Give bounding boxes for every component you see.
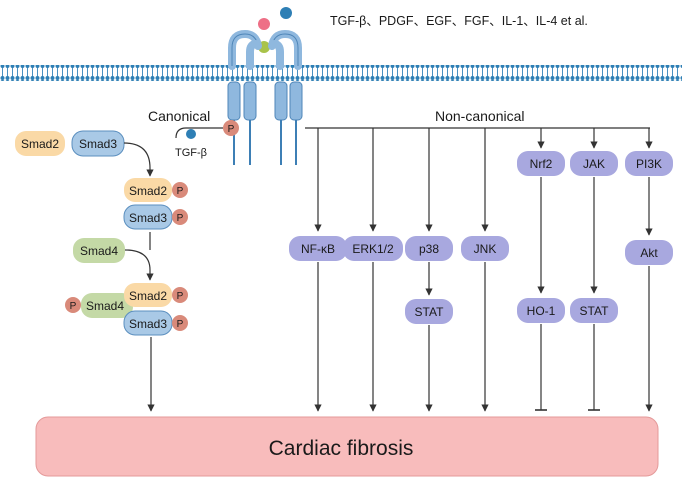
complex-smad3-phospho-label: P bbox=[177, 319, 184, 330]
stat-node-1 bbox=[405, 299, 453, 324]
canonical-title: Canonical bbox=[148, 108, 210, 124]
akt-node bbox=[625, 240, 673, 265]
erk-label: ERK1/2 bbox=[352, 242, 394, 256]
ho1-label: HO-1 bbox=[527, 304, 556, 318]
nrf2-node bbox=[517, 151, 565, 176]
smad4-label: Smad4 bbox=[80, 244, 118, 258]
cardiac-fibrosis-label: Cardiac fibrosis bbox=[269, 437, 414, 460]
smad4-phospho-label: P bbox=[70, 301, 77, 312]
smad2-node bbox=[15, 131, 65, 156]
tgf-beta-label: TGF-β bbox=[175, 147, 207, 159]
jnk-label: JNK bbox=[474, 242, 497, 256]
ligand-dot-blue bbox=[280, 7, 292, 19]
jak-node bbox=[570, 151, 618, 176]
nfkb-label: NF-κB bbox=[301, 242, 335, 256]
cell-membrane bbox=[0, 65, 682, 81]
complex-smad3-label: Smad3 bbox=[129, 317, 167, 331]
receptor-phospho-label: P bbox=[228, 124, 235, 135]
complex-smad2-phospho-label: P bbox=[177, 291, 184, 302]
noncanonical-title: Non-canonical bbox=[435, 108, 525, 124]
complex-smad2-node bbox=[124, 283, 172, 307]
smad4-node bbox=[73, 238, 125, 263]
nfkb-node bbox=[289, 236, 347, 261]
smad2-phospho bbox=[172, 182, 188, 198]
arrow-to-complex bbox=[124, 249, 154, 281]
smad2-p-node bbox=[124, 178, 172, 202]
pi3k-node bbox=[625, 151, 673, 176]
complex-smad4-node bbox=[81, 293, 133, 318]
stat-label-1: STAT bbox=[415, 305, 445, 319]
smad2-phospho-label: P bbox=[177, 186, 184, 197]
complex-smad2-phospho bbox=[172, 287, 188, 303]
canonical-line bbox=[175, 127, 223, 139]
smad3-phospho bbox=[172, 209, 188, 225]
arrow-smad-phos bbox=[123, 142, 154, 177]
complex-smad2-label: Smad2 bbox=[129, 289, 167, 303]
smad2-p-label: Smad2 bbox=[129, 184, 167, 198]
cardiac-fibrosis-box bbox=[35, 416, 659, 477]
p38-label: p38 bbox=[419, 242, 439, 256]
jak-label: JAK bbox=[583, 157, 605, 171]
jnk-node bbox=[461, 236, 509, 261]
ho1-node bbox=[517, 298, 565, 323]
p38-node bbox=[405, 236, 453, 261]
smad2-label: Smad2 bbox=[21, 137, 59, 151]
tgf-beta-dot bbox=[186, 129, 196, 139]
complex-smad4-label: Smad4 bbox=[86, 299, 124, 313]
smad3-label: Smad3 bbox=[79, 137, 117, 151]
akt-label: Akt bbox=[640, 246, 658, 260]
ligand-list: TGF-β、PDGF、EGF、FGF、IL-1、IL-4 et al. bbox=[330, 14, 588, 28]
stat-label-2: STAT bbox=[580, 304, 610, 318]
smad3-phospho-label: P bbox=[177, 213, 184, 224]
nrf2-label: Nrf2 bbox=[530, 157, 553, 171]
pi3k-label: PI3K bbox=[636, 157, 662, 171]
smad4-phospho bbox=[65, 297, 81, 313]
receptor bbox=[227, 29, 303, 165]
ligand-dot-pink bbox=[258, 18, 270, 30]
erk-node bbox=[343, 236, 403, 261]
smad3-p-label: Smad3 bbox=[129, 211, 167, 225]
complex-smad3-phospho bbox=[172, 315, 188, 331]
stat-node-2 bbox=[570, 298, 618, 323]
receptor-phospho bbox=[223, 120, 239, 136]
